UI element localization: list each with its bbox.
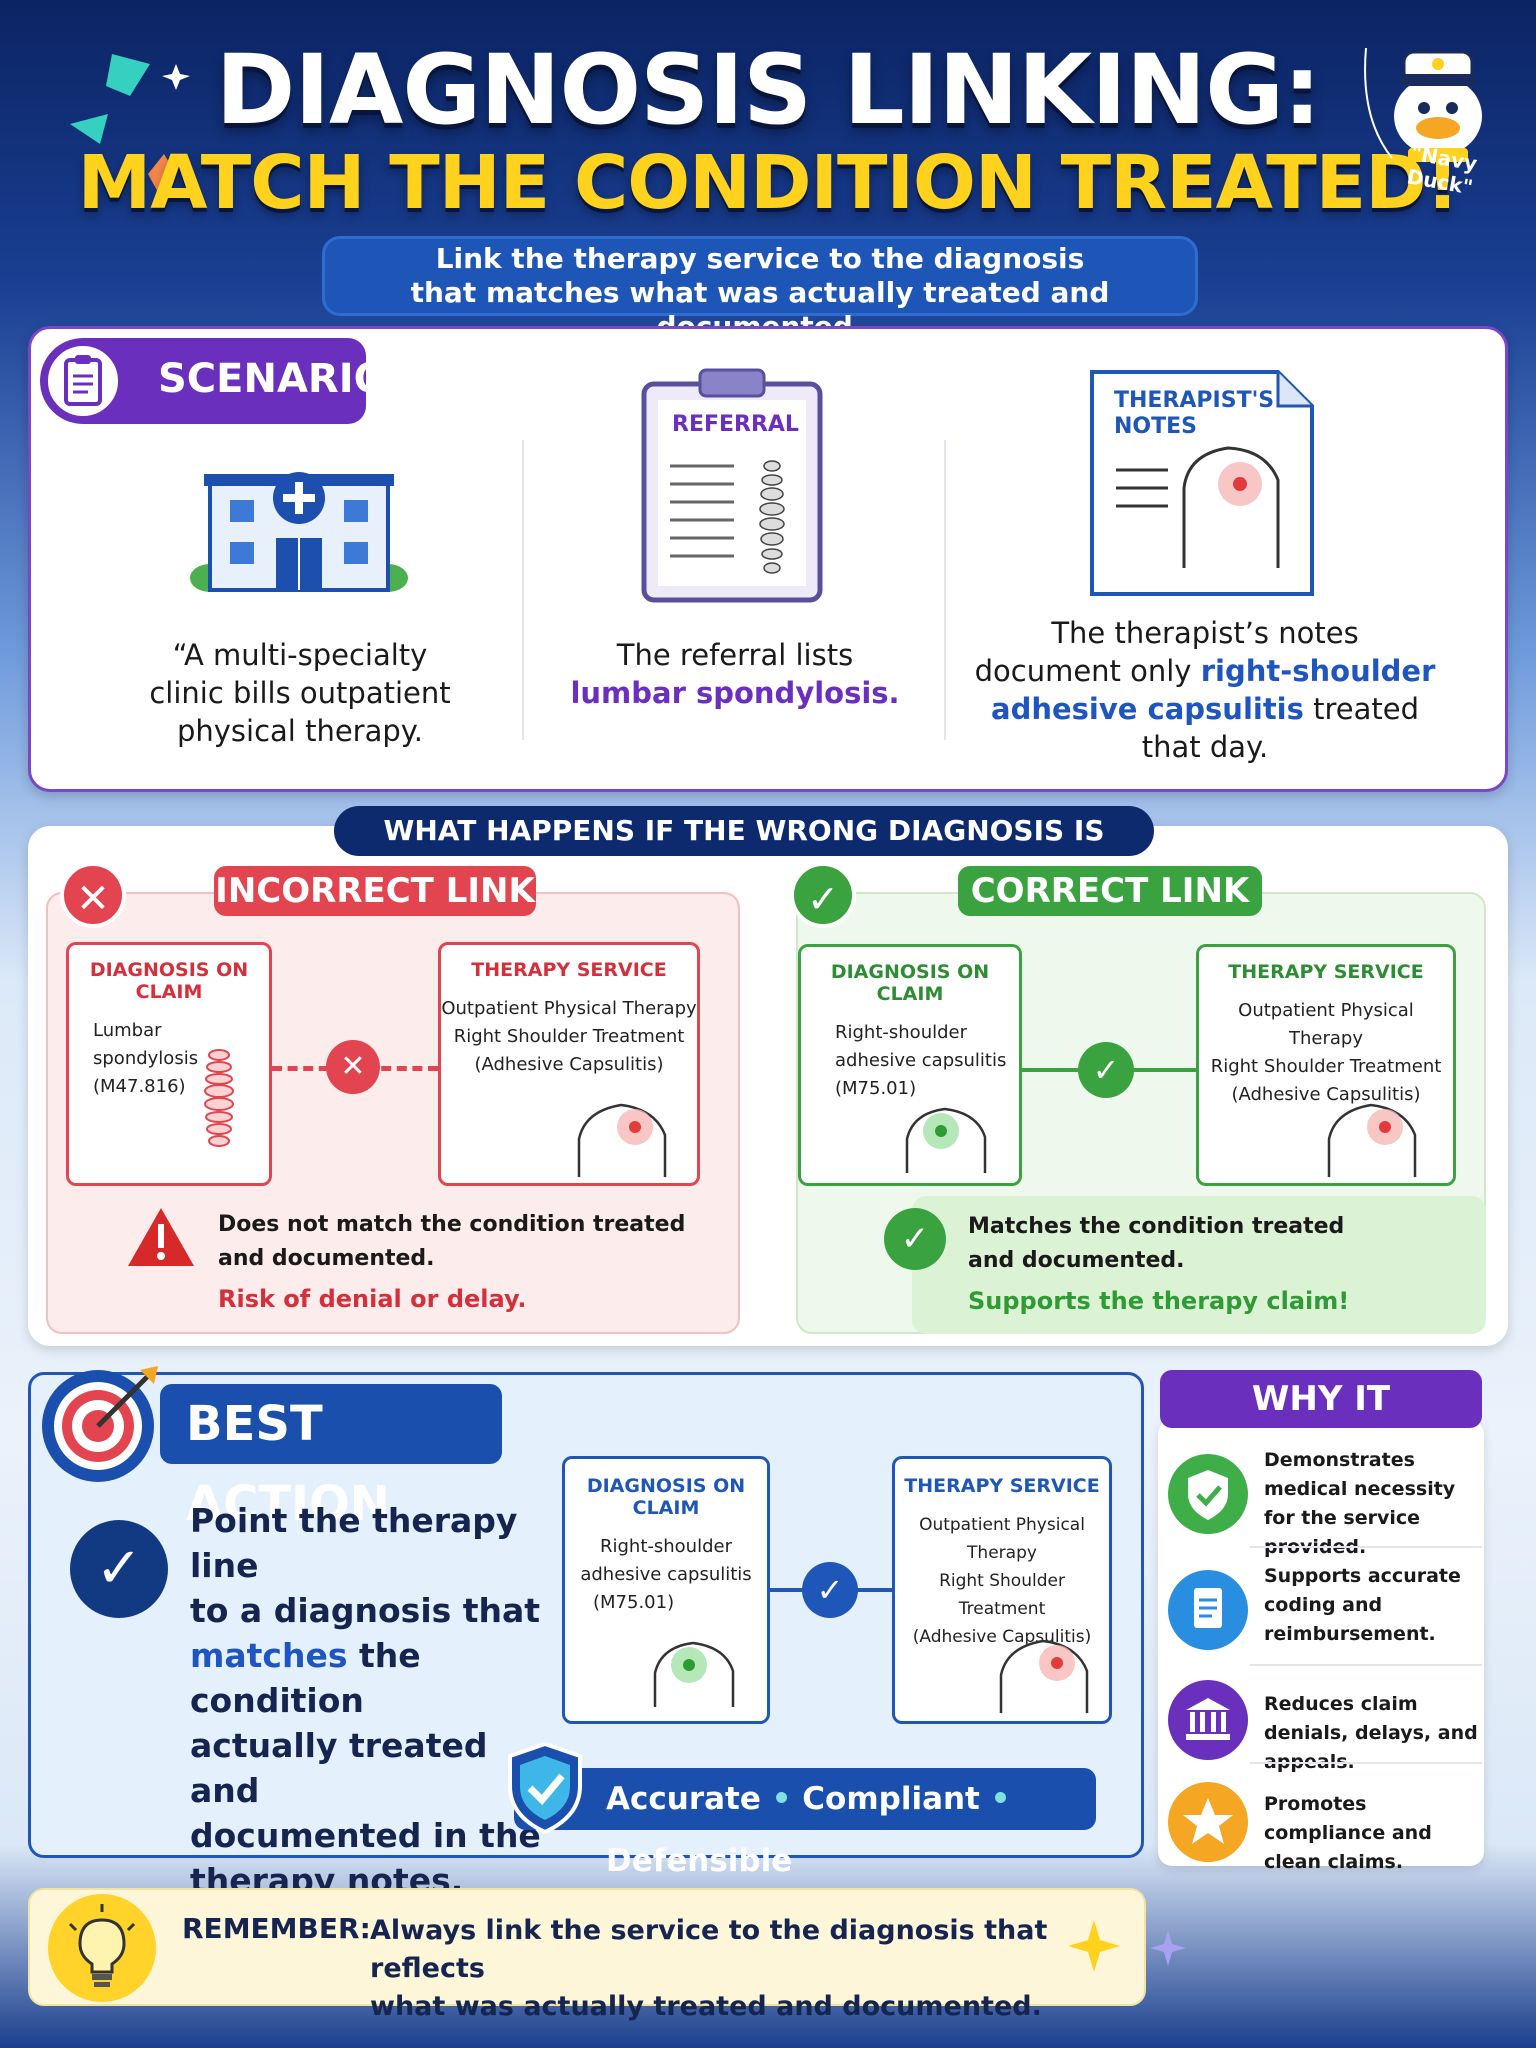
why-separator <box>1250 1664 1482 1666</box>
scenario-badge: SCENARIO <box>40 338 388 424</box>
link-check-icon: ✓ <box>1078 1042 1134 1098</box>
why-it-matters-badge: WHY IT MATTERS <box>1160 1370 1482 1477</box>
shoulder-green-icon <box>653 1641 735 1707</box>
main-subtitle-title: MATCH THE CONDITION TREATED! <box>77 140 1460 226</box>
why-item-accurate-coding: Supports accurate coding and reimburseme… <box>1168 1552 1476 1658</box>
incorrect-link-label: INCORRECT LINK <box>214 866 536 916</box>
incorrect-service-box: THERAPY SERVICE Outpatient Physical Ther… <box>438 942 700 1186</box>
check-circle-icon: ✓ <box>884 1208 946 1270</box>
incorrect-diagnosis-box: DIAGNOSIS ON CLAIM Lumbar spondylosis (M… <box>66 942 272 1186</box>
correct-note: Matches the condition treated and docume… <box>968 1210 1468 1318</box>
why-item-compliance: Promotes compliance and clean claims. <box>1168 1764 1476 1873</box>
shoulder-green-icon <box>905 1107 987 1173</box>
referral-clipboard-icon <box>641 368 823 603</box>
best-action-badge: BEST ACTION <box>160 1384 502 1532</box>
why-separator <box>1250 1762 1482 1764</box>
correct-diagnosis-box: DIAGNOSIS ON CLAIM Right-shoulder adhesi… <box>798 944 1022 1186</box>
lightbulb-icon <box>48 1894 156 2002</box>
wrong-diagnosis-heading: WHAT HAPPENS IF THE WRONG DIAGNOSIS IS L… <box>334 806 1154 897</box>
sparkle-decoration <box>1068 1920 1186 1972</box>
remember-text: Always link the service to the diagnosis… <box>370 1915 1048 2022</box>
main-title: DIAGNOSIS LINKING: <box>215 34 1322 146</box>
best-diagnosis-box: DIAGNOSIS ON CLAIM Right-shoulder adhesi… <box>562 1456 770 1724</box>
shoulder-pain-icon <box>577 1103 667 1177</box>
notes-doc-title: THERAPIST'S NOTES <box>1114 388 1275 439</box>
shield-check-icon <box>504 1740 586 1840</box>
shoulder-pain-icon <box>999 1639 1089 1713</box>
star-icon <box>1168 1782 1248 1862</box>
incorrect-note: Does not match the condition treated and… <box>218 1208 718 1316</box>
duck-icon <box>1364 47 1482 162</box>
subtitle-banner: Link the therapy service to the diagnosi… <box>322 236 1198 343</box>
best-service-box: THERAPY SERVICE Outpatient Physical Ther… <box>892 1456 1112 1724</box>
tagline-banner: Accurate • Compliant • Defensible <box>514 1768 1096 1879</box>
shield-check-icon <box>1168 1454 1248 1534</box>
why-item-reduce-denials: Reduces claim denials, delays, and appea… <box>1168 1662 1478 1773</box>
shoulder-pain-icon <box>1327 1103 1417 1177</box>
correct-link-label: CORRECT LINK <box>958 866 1262 916</box>
why-separator <box>1250 1546 1482 1548</box>
supports-claim-text: Supports the therapy claim! <box>968 1287 1350 1315</box>
scenario-referral-text: The referral lists lumbar spondylosis. <box>540 636 930 712</box>
x-circle-icon: ✕ <box>60 862 126 928</box>
spine-icon <box>204 1049 234 1147</box>
bank-icon <box>1168 1680 1248 1760</box>
why-item-medical-necessity: Demonstrates medical necessity for the s… <box>1168 1436 1476 1558</box>
broken-link-x-icon: ✕ <box>326 1040 380 1094</box>
scenario-notes-text: The therapist’s notes document only righ… <box>974 616 1436 764</box>
check-circle-icon: ✓ <box>70 1520 168 1618</box>
check-circle-icon: ✓ <box>790 862 856 928</box>
scenario-divider-1 <box>522 440 524 740</box>
correct-note-background <box>912 1196 1486 1334</box>
scenario-label: SCENARIO <box>158 356 388 402</box>
remember-label: REMEMBER: <box>182 1912 371 1945</box>
confetti-decoration <box>70 54 190 196</box>
referral-doc-title: REFERRAL <box>672 412 799 437</box>
risk-warning-text: Risk of denial or delay. <box>218 1285 527 1313</box>
subtitle-line-1: Link the therapy service to the diagnosi… <box>435 242 1085 275</box>
best-action-text: Point the therapy line to a diagnosis th… <box>190 1501 541 1900</box>
remember-banner <box>28 1888 1146 2006</box>
correct-service-box: THERAPY SERVICE Outpatient Physical Ther… <box>1196 944 1456 1186</box>
scenario-clinic-text: “A multi-specialty clinic bills outpatie… <box>149 638 451 748</box>
warning-triangle-icon <box>126 1206 196 1272</box>
document-icon <box>1168 1570 1248 1650</box>
link-check-icon: ✓ <box>802 1562 858 1618</box>
clipboard-icon <box>44 342 122 420</box>
navy-duck-mascot: "Navy Duck" <box>1352 28 1520 199</box>
therapist-notes-document-icon <box>1090 370 1314 596</box>
referral-diagnosis-highlight: lumbar spondylosis. <box>570 676 900 710</box>
target-icon <box>40 1362 162 1484</box>
scenario-divider-2 <box>944 440 946 740</box>
clinic-building-icon <box>190 472 408 592</box>
